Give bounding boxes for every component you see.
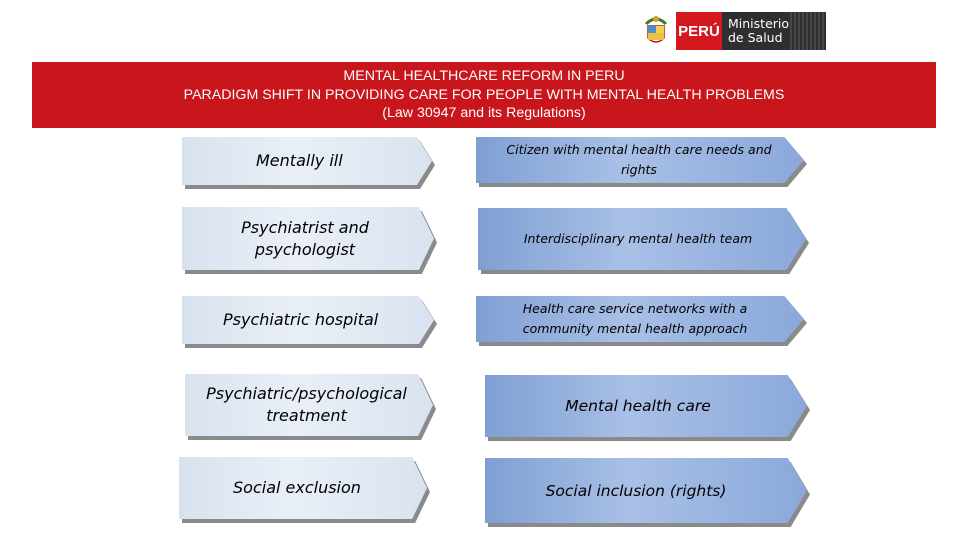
ministry-label: Ministerio de Salud xyxy=(722,12,826,50)
to-arrow-4: Mental health care xyxy=(485,375,810,441)
to-label-2: Interdisciplinary mental health team xyxy=(523,231,753,246)
banner-title: MENTAL HEALTHCARE REFORM IN PERU xyxy=(343,68,625,84)
ministry-line1: Ministerio xyxy=(728,16,790,31)
to-arrow-2: Interdisciplinary mental health team xyxy=(478,208,809,274)
from-label-2: Psychiatrist and psychologist xyxy=(241,217,369,259)
to-arrow-1: Citizen with mental health care needs an… xyxy=(476,137,807,187)
from-label-4: Psychiatric/psychological treatment xyxy=(206,384,407,425)
country-label: PERÚ xyxy=(676,12,722,50)
from-label-1: Mentally ill xyxy=(256,151,343,170)
logo-stripes xyxy=(790,12,826,50)
to-arrow-5: Social inclusion (rights) xyxy=(485,458,810,527)
from-arrow-5: Social exclusion xyxy=(179,457,430,523)
to-label-5: Social inclusion (rights) xyxy=(545,481,727,500)
from-arrow-3: Psychiatric hospital xyxy=(182,296,437,348)
to-label-3: Health care service networks with a comm… xyxy=(522,301,748,336)
to-label-1: Citizen with mental health care needs an… xyxy=(506,142,772,177)
coat-of-arms-icon xyxy=(644,16,668,43)
banner-subtitle: PARADIGM SHIFT IN PROVIDING CARE FOR PEO… xyxy=(183,86,785,103)
to-label-4: Mental health care xyxy=(565,397,711,415)
ministry-logo: PERÚ Ministerio de Salud xyxy=(640,12,826,50)
banner-law: (Law 30947 and its Regulations) xyxy=(382,105,586,121)
from-label-3: Psychiatric hospital xyxy=(223,310,379,329)
from-arrow-1: Mentally ill xyxy=(182,137,435,189)
to-arrow-3: Health care service networks with a comm… xyxy=(476,296,807,346)
title-banner: MENTAL HEALTHCARE REFORM IN PERU PARADIG… xyxy=(32,62,936,128)
from-label-5: Social exclusion xyxy=(233,478,361,497)
from-arrow-4: Psychiatric/psychological treatment xyxy=(185,374,436,440)
from-arrow-2: Psychiatrist and psychologist xyxy=(182,207,437,274)
ministry-line2: de Salud xyxy=(728,30,783,45)
